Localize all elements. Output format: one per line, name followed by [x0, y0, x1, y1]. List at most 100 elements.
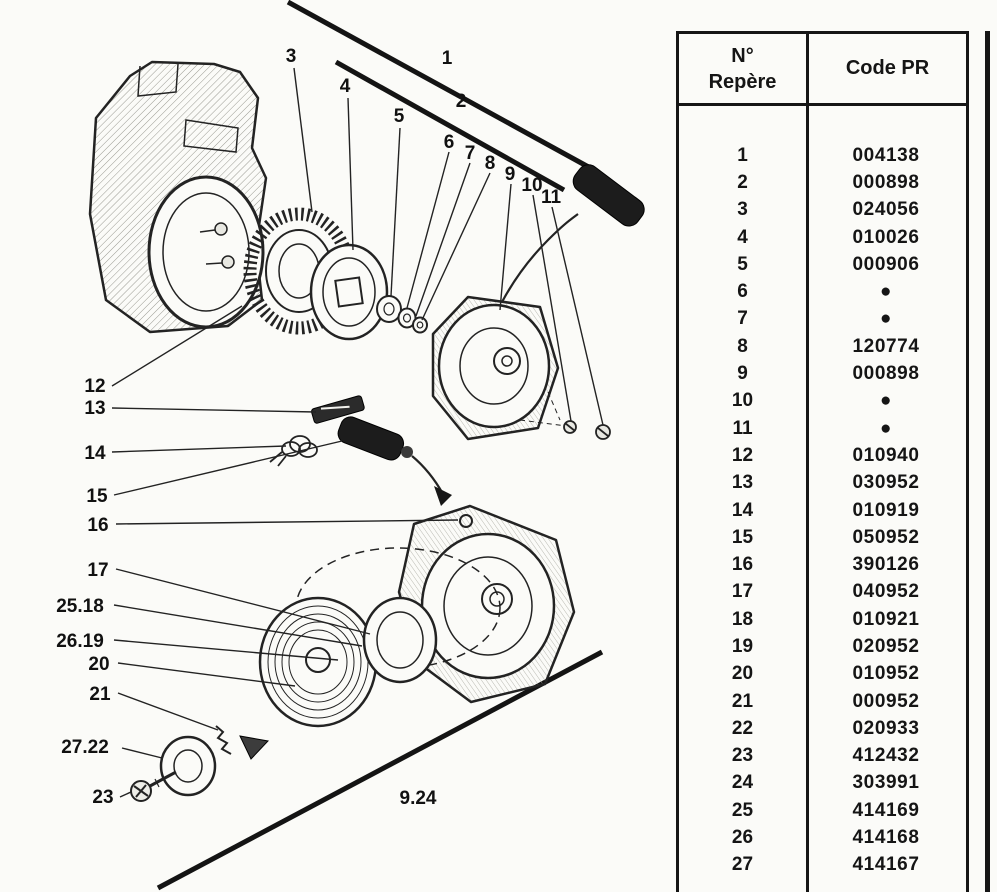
- table-header-underline: [676, 103, 969, 106]
- part-code: ●: [879, 281, 893, 303]
- table-row: 12 010940: [679, 442, 966, 469]
- table-row: 27 414167: [679, 852, 966, 879]
- table-row: 8 120774: [679, 333, 966, 360]
- callout-labels: 1 2 3 4 5 6 7 8 9 10 11 12 13 14 15 16 1…: [56, 46, 561, 809]
- part-ref: 5: [737, 253, 748, 275]
- part-ref: 2: [737, 171, 748, 193]
- callout-4: 4: [340, 76, 351, 97]
- callout-3: 3: [286, 46, 297, 67]
- part-code: 000952: [852, 690, 920, 712]
- table-row: 20 010952: [679, 661, 966, 688]
- callout-10: 10: [521, 175, 542, 196]
- starter-handle-spare: [337, 416, 444, 495]
- part-code: 000898: [852, 171, 920, 193]
- table-row: 10 ●: [679, 388, 966, 415]
- part-code: ●: [879, 417, 893, 439]
- table-row: 25 414169: [679, 797, 966, 824]
- callout-8: 8: [485, 153, 496, 174]
- part-code: 414169: [852, 799, 920, 821]
- rope-direction-arrow: [434, 486, 452, 506]
- part-code: 010921: [852, 608, 920, 630]
- part-ref: 8: [737, 335, 748, 357]
- part-code: 414168: [852, 827, 920, 849]
- callout-7: 7: [465, 143, 476, 164]
- callout-12: 12: [84, 376, 105, 397]
- table-row: 9 000898: [679, 360, 966, 387]
- crankcase: [88, 60, 268, 334]
- part-ref: 4: [737, 226, 748, 248]
- table-row: 6 ●: [679, 278, 966, 305]
- table-row: 17 040952: [679, 579, 966, 606]
- part-ref: 3: [737, 199, 748, 221]
- callout-2: 2: [456, 91, 467, 112]
- callout-23: 23: [92, 787, 113, 808]
- part-ref: 17: [731, 581, 754, 603]
- part-ref: 18: [731, 608, 754, 630]
- table-row: 14 010919: [679, 497, 966, 524]
- part-ref: 12: [731, 444, 754, 466]
- part-code: ●: [879, 390, 893, 412]
- table-row: 23 412432: [679, 743, 966, 770]
- table-row: 21 000952: [679, 688, 966, 715]
- callout-5: 5: [394, 106, 405, 127]
- table-row: 13 030952: [679, 470, 966, 497]
- pawl-and-spring: [215, 725, 269, 760]
- part-ref: 23: [731, 745, 754, 767]
- page-edge-line: [985, 31, 990, 892]
- callout-26-19: 26.19: [56, 631, 104, 652]
- table-column-divider: [806, 31, 809, 892]
- part-code: 020933: [852, 717, 920, 739]
- table-row: 15 050952: [679, 524, 966, 551]
- table-border-top: [676, 31, 969, 34]
- part-ref: 11: [732, 417, 753, 439]
- part-ref: 13: [731, 472, 754, 494]
- callout-15: 15: [86, 486, 108, 507]
- callout-9-24: 9.24: [400, 788, 437, 809]
- part-ref: 7: [737, 308, 748, 330]
- table-row: 4 010026: [679, 224, 966, 251]
- callout-9: 9: [505, 164, 516, 185]
- starter-assembly-upper: [431, 213, 579, 441]
- part-code: 000906: [852, 253, 920, 275]
- center-screw: [130, 770, 177, 802]
- table-row: 2 000898: [679, 169, 966, 196]
- table-row: 7 ●: [679, 306, 966, 333]
- part-ref: 22: [731, 717, 754, 739]
- part-code: 412432: [852, 745, 920, 767]
- table-body: 1 004138 2 000898 3 024056 4 010026 5 00…: [679, 142, 966, 879]
- part-code: 120774: [852, 335, 920, 357]
- part-ref: 19: [731, 635, 754, 657]
- part-code: 414167: [852, 854, 920, 876]
- table-row: 1 004138: [679, 142, 966, 169]
- part-code: 010940: [852, 444, 920, 466]
- column-header-ref-line1: N°: [731, 44, 754, 67]
- part-code: 020952: [852, 635, 920, 657]
- table-border-right: [966, 31, 969, 892]
- callout-25-18: 25.18: [56, 596, 104, 617]
- part-code: 050952: [852, 526, 920, 548]
- rewind-pulley-and-spring: [258, 596, 378, 728]
- part-code: 004138: [852, 144, 920, 166]
- callout-1: 1: [442, 48, 453, 69]
- part-ref: 15: [731, 526, 754, 548]
- starter-cup: [309, 243, 389, 341]
- table-row: 3 024056: [679, 197, 966, 224]
- rope-guide-plate: [311, 395, 365, 424]
- table-border-left: [676, 31, 679, 892]
- table-row: 26 414168: [679, 824, 966, 851]
- part-ref: 20: [731, 663, 754, 685]
- callout-6: 6: [444, 132, 455, 153]
- part-ref: 14: [731, 499, 754, 521]
- part-code: 000898: [852, 363, 920, 385]
- washers-and-nut: [376, 295, 428, 334]
- starter-handle-top: [572, 164, 645, 227]
- part-ref: 1: [737, 144, 748, 166]
- table-row: 16 390126: [679, 551, 966, 578]
- table-row: 5 000906: [679, 251, 966, 278]
- part-code: 030952: [852, 472, 920, 494]
- exploded-view-diagram: 1 2 3 4 5 6 7 8 9 10 11 12 13 14 15 16 1…: [56, 0, 645, 891]
- part-ref: 10: [731, 390, 754, 412]
- callout-20: 20: [88, 654, 109, 675]
- part-code: ●: [879, 308, 893, 330]
